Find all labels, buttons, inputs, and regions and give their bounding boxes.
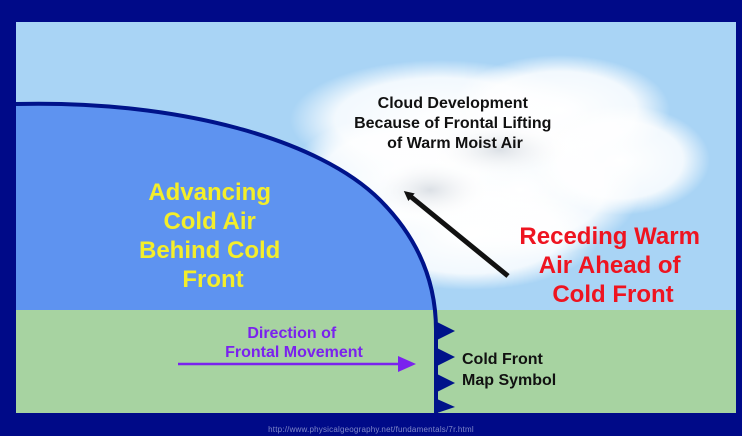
cold-air-label-line: Front — [182, 266, 243, 293]
cold-air-label: Advancing Cold Air Behind Cold Front — [139, 179, 287, 293]
source-url[interactable]: http://www.physicalgeography.net/fundame… — [268, 425, 474, 434]
map-symbol-label-line: Map Symbol — [462, 372, 556, 389]
warm-air-label-line: Receding Warm — [519, 223, 699, 250]
map-symbol-label: Cold Front Map Symbol — [462, 351, 556, 389]
cold-air-label-line: Cold Air — [163, 208, 255, 235]
map-symbol-label-line: Cold Front — [462, 351, 544, 368]
warm-air-label-line: Air Ahead of — [539, 252, 682, 279]
cloud-label-line: Because of Frontal Lifting — [354, 115, 551, 132]
cloud-label: Cloud Development Because of Frontal Lif… — [354, 95, 556, 152]
lifting-arrow — [403, 190, 510, 278]
ground — [16, 310, 736, 413]
direction-label: Direction of Frontal Movement — [225, 325, 363, 361]
cloud-label-line: Cloud Development — [378, 95, 529, 112]
direction-label-line: Direction of — [247, 325, 337, 342]
cold-air-label-line: Behind Cold — [139, 237, 280, 264]
frontal-boundary — [15, 101, 438, 413]
cloud-label-line: of Warm Moist Air — [387, 135, 523, 152]
direction-arrow — [178, 356, 416, 372]
direction-label-line: Frontal Movement — [225, 344, 363, 361]
cold-air-mass — [16, 103, 436, 330]
cloud — [290, 55, 710, 290]
cold-front-symbol-icon — [437, 322, 455, 413]
warm-air-label: Receding Warm Air Ahead of Cold Front — [519, 223, 706, 308]
cold-air-label-line: Advancing — [148, 179, 271, 206]
warm-air-label-line: Cold Front — [552, 281, 673, 308]
